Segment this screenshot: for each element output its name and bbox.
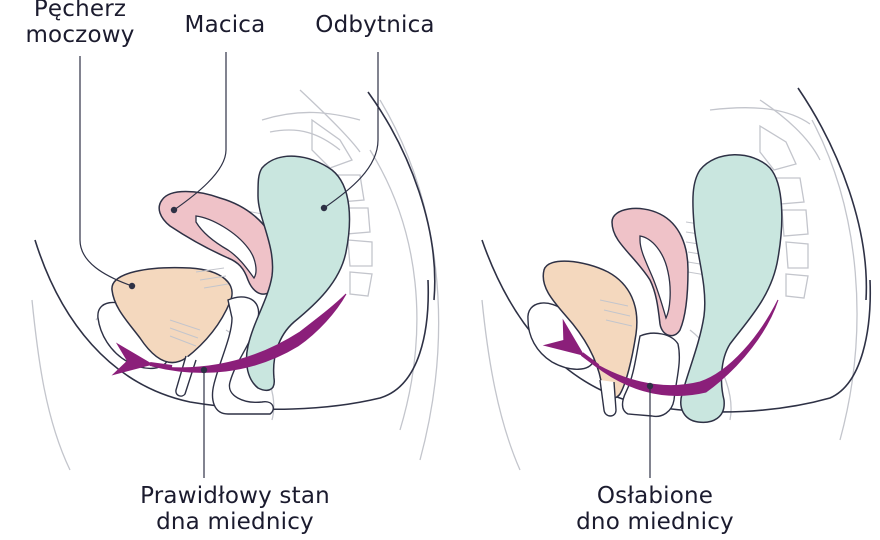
normal-rectum	[245, 155, 351, 392]
normal-sacrum-outline	[367, 91, 436, 301]
normal-background-lines	[31, 89, 440, 471]
normal-bladder	[111, 266, 233, 364]
normal-label-line2: dna miednicy	[156, 509, 314, 535]
bladder-label-line2: moczowy	[25, 22, 135, 48]
weakened-sacrum-outline	[797, 87, 868, 301]
normal-leader-lines	[79, 52, 379, 478]
weakened-pelvis-panel	[481, 87, 872, 478]
uterus-label: Macica	[184, 12, 266, 38]
normal-label-line1: Prawidłowy stan	[140, 483, 330, 509]
normal-pelvic-floor-arrow	[111, 342, 173, 376]
weakened-spine	[759, 124, 809, 299]
normal-uterus-cavity	[195, 215, 257, 280]
normal-marker-dots	[128, 204, 328, 374]
normal-pelvic-floor-muscle	[151, 293, 347, 373]
rectum-label: Odbytnica	[315, 12, 435, 38]
weakened-label-line1: Osłabione	[596, 483, 714, 509]
weakened-pelvic-floor-arrow	[542, 318, 600, 368]
weakened-marker-dot	[646, 382, 654, 390]
weakened-pelvic-floor-label: Osłabione dno miednicy	[560, 483, 750, 535]
weakened-pelvic-floor-muscle	[585, 299, 779, 396]
normal-urethra	[175, 355, 197, 397]
weakened-uterus-cavity	[639, 235, 671, 320]
weakened-urethra	[599, 379, 617, 417]
weakened-label-line2: dno miednicy	[576, 509, 734, 535]
weakened-vagina	[621, 332, 681, 418]
bladder-label-line1: Pęcherz	[33, 0, 127, 22]
bladder-label: Pęcherz moczowy	[0, 0, 160, 48]
weakened-rectum	[680, 154, 783, 424]
normal-pelvis-panel	[31, 52, 440, 478]
weakened-bladder	[542, 260, 638, 399]
normal-pelvic-floor-label: Prawidłowy stan dna miednicy	[110, 483, 360, 535]
